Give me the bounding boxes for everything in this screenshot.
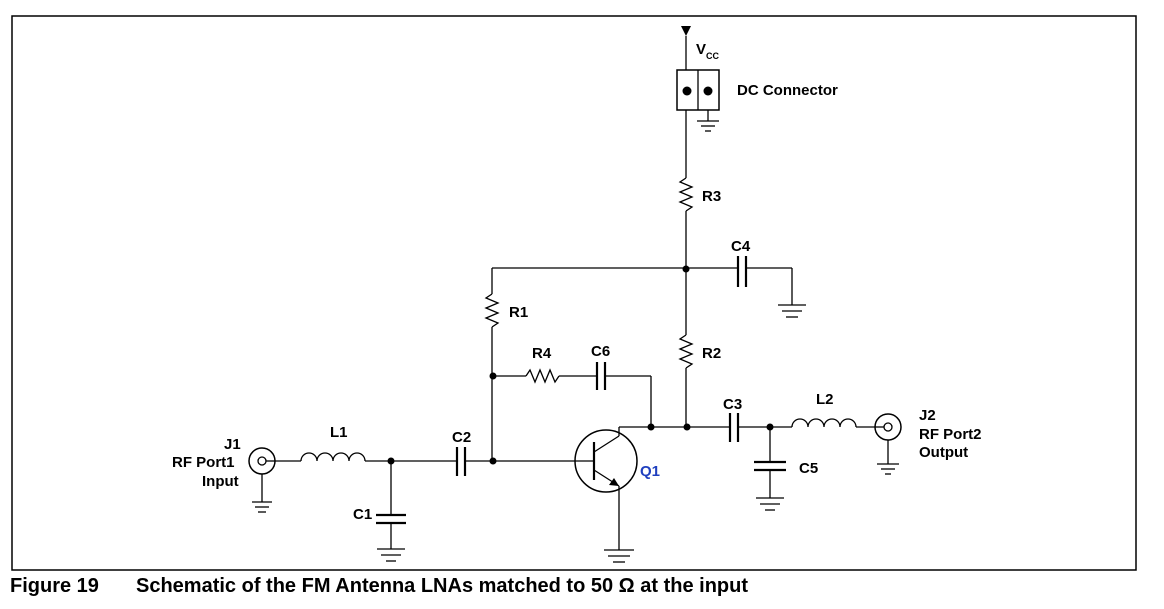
connector-j2: J2 RF Port2 Output: [874, 407, 982, 475]
j1-label: J1: [224, 436, 241, 453]
figure-frame: [11, 15, 1137, 571]
c1-label: C1: [353, 506, 372, 523]
capacitor-c2: C2: [391, 429, 492, 476]
l2-label: L2: [816, 391, 834, 408]
r4-label: R4: [532, 345, 552, 362]
resistor-r2: R2: [678, 334, 721, 369]
r3-label: R3: [702, 188, 721, 205]
r2-label: R2: [702, 345, 721, 362]
figure-caption: Figure 19 Schematic of the FM Antenna LNA…: [10, 575, 1160, 609]
dc-connector-label: DC Connector: [737, 82, 838, 99]
capacitor-c1: C1: [353, 461, 406, 562]
l1-label: L1: [330, 424, 348, 441]
j2-label: J2: [919, 407, 936, 424]
r1-label: R1: [509, 304, 528, 321]
inductor-l2: L2: [791, 391, 875, 428]
j2-port-label: RF Port2: [919, 426, 982, 443]
capacitor-c5: C5: [754, 427, 818, 511]
schematic-diagram: V CC DC Connector R3 C4 R1: [11, 15, 1137, 571]
capacitor-c3: C3: [723, 396, 792, 442]
capacitor-c6: C6: [591, 343, 610, 390]
resistor-r3: R3: [678, 177, 721, 212]
vcc-subscript: CC: [706, 51, 719, 61]
c4-label: C4: [731, 238, 751, 255]
dc-connector: DC Connector: [676, 69, 838, 132]
j2-direction-label: Output: [919, 444, 968, 461]
figure-number: Figure 19: [10, 575, 99, 597]
capacitor-c4: C4: [731, 238, 806, 318]
j1-direction-label: Input: [202, 473, 239, 490]
c2-label: C2: [452, 429, 471, 446]
c5-label: C5: [799, 460, 818, 477]
transistor-q1: Q1: [574, 427, 660, 563]
resistor-r1: R1: [484, 293, 528, 328]
resistor-r4: R4: [525, 345, 560, 384]
connector-j1: J1 RF Port1 Input: [172, 436, 276, 513]
q1-label: Q1: [640, 463, 660, 480]
vcc-label: V: [696, 41, 706, 58]
c6-label: C6: [591, 343, 610, 360]
c3-label: C3: [723, 396, 742, 413]
j1-port-label: RF Port1: [172, 454, 235, 471]
inductor-l1: L1: [274, 424, 391, 462]
figure-title: Schematic of the FM Antenna LNAs matched…: [136, 575, 749, 597]
vcc-supply: V CC: [681, 26, 719, 70]
